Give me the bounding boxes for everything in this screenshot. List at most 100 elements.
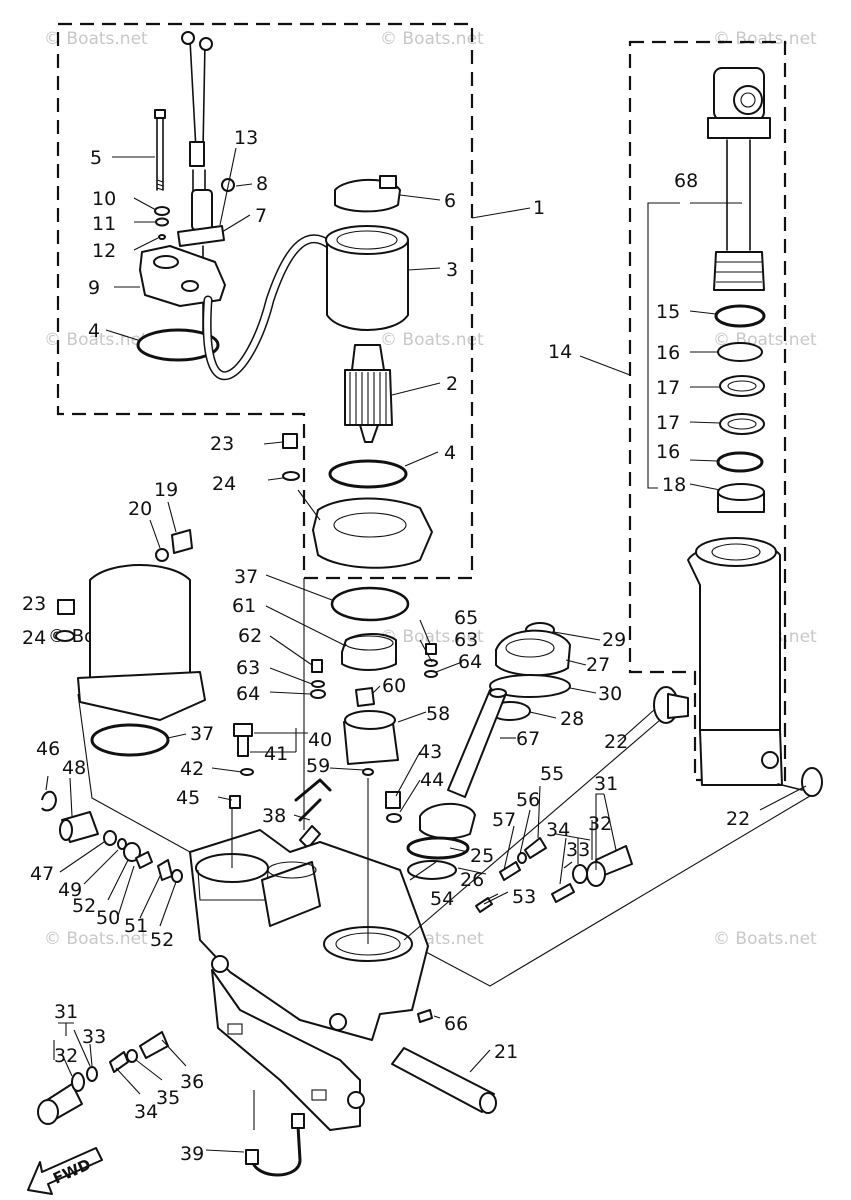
callout: 9 <box>88 277 100 299</box>
callout: 32 <box>588 813 612 835</box>
callout: 22 <box>726 808 750 830</box>
watermark: © Boats.net <box>44 929 148 949</box>
callout: 7 <box>255 205 267 227</box>
callout: 37 <box>234 566 258 588</box>
callout: 31 <box>594 773 618 795</box>
callout: 56 <box>516 789 540 811</box>
valve-parts-left <box>41 790 183 883</box>
callout: 68 <box>674 170 698 192</box>
callout: 61 <box>232 595 256 617</box>
callout: 11 <box>92 213 116 235</box>
callout: 21 <box>494 1041 518 1063</box>
callout: 31 <box>54 1001 78 1023</box>
callout: 67 <box>516 728 540 750</box>
callout: 19 <box>154 479 178 501</box>
callout: 63 <box>454 629 478 651</box>
callout: 66 <box>444 1013 468 1035</box>
callout: 17 <box>656 377 680 399</box>
callout: 1 <box>533 197 545 219</box>
callout: 60 <box>382 675 406 697</box>
callout: 24 <box>212 473 236 495</box>
callout: 29 <box>602 629 626 651</box>
reservoir-assembly <box>55 529 206 757</box>
leader-lines <box>45 147 811 1153</box>
callout: 63 <box>236 657 260 679</box>
callout: 49 <box>58 879 82 901</box>
callout: 44 <box>420 769 444 791</box>
callout: 62 <box>238 625 262 647</box>
callout: 50 <box>96 907 120 929</box>
lower-valve-parts <box>37 1031 169 1125</box>
valve-parts-right <box>475 837 633 913</box>
callout: 6 <box>444 190 456 212</box>
callout: 64 <box>236 683 260 705</box>
watermark: © Boats.net <box>380 627 484 647</box>
callout: 14 <box>548 341 572 363</box>
callout: 51 <box>124 915 148 937</box>
callout: 64 <box>458 651 482 673</box>
callout: 5 <box>90 147 102 169</box>
callout: 59 <box>306 755 330 777</box>
callout: 57 <box>492 809 516 831</box>
callout: 24 <box>22 627 46 649</box>
callout: 20 <box>128 498 152 520</box>
callout: 2 <box>446 373 458 395</box>
callout: 23 <box>22 593 46 615</box>
callout: 53 <box>512 886 536 908</box>
callout: 10 <box>92 188 116 210</box>
callout: 4 <box>88 320 100 342</box>
callout: 33 <box>566 839 590 861</box>
watermark: © Boats.net <box>44 29 148 49</box>
callout: 30 <box>598 683 622 705</box>
callout: 58 <box>426 703 450 725</box>
watermark: © Boats.net <box>380 29 484 49</box>
valve-stack <box>229 586 438 849</box>
main-housing <box>189 829 497 1177</box>
callout: 52 <box>150 929 174 951</box>
callout: 32 <box>54 1045 78 1067</box>
callout: 12 <box>92 240 116 262</box>
motor-assembly <box>136 31 433 569</box>
callout: 28 <box>560 708 584 730</box>
callout: 15 <box>656 301 680 323</box>
callout: 16 <box>656 342 680 364</box>
callout: 52 <box>72 895 96 917</box>
callout: 40 <box>308 729 332 751</box>
watermark: © Boats.net <box>713 29 817 49</box>
callout: 47 <box>30 863 54 885</box>
callout: 48 <box>62 757 86 779</box>
callout: 8 <box>256 173 268 195</box>
callout: 33 <box>82 1026 106 1048</box>
reservoir-parts <box>406 622 571 880</box>
callout: 41 <box>264 743 288 765</box>
callout: 35 <box>156 1087 180 1109</box>
callout: 22 <box>604 731 628 753</box>
callout: 36 <box>180 1071 204 1093</box>
callout: 13 <box>234 127 258 149</box>
callout: 65 <box>454 607 478 629</box>
callout: 26 <box>460 869 484 891</box>
callout: 43 <box>418 741 442 763</box>
callout: 46 <box>36 738 60 760</box>
callout: 45 <box>176 787 200 809</box>
callout: 27 <box>586 654 610 676</box>
callout: 37 <box>190 723 214 745</box>
callout: 18 <box>662 474 686 496</box>
callout: 17 <box>656 412 680 434</box>
callout: 42 <box>180 758 204 780</box>
callout: 3 <box>446 259 458 281</box>
watermark: © Boats.net <box>713 929 817 949</box>
callout: 55 <box>540 763 564 785</box>
callouts: 1 2 3 4 4 5 6 7 8 9 10 11 12 13 14 15 16… <box>22 127 750 1165</box>
cylinder-assembly <box>653 67 823 797</box>
fwd-arrow: FWD <box>27 1147 103 1195</box>
watermark: © Boats.net <box>380 330 484 350</box>
callout: 25 <box>470 845 494 867</box>
callout: 34 <box>546 819 570 841</box>
callout: 34 <box>134 1101 158 1123</box>
callout: 23 <box>210 433 234 455</box>
callout: 38 <box>262 805 286 827</box>
callout: 4 <box>444 442 456 464</box>
callout: 16 <box>656 441 680 463</box>
